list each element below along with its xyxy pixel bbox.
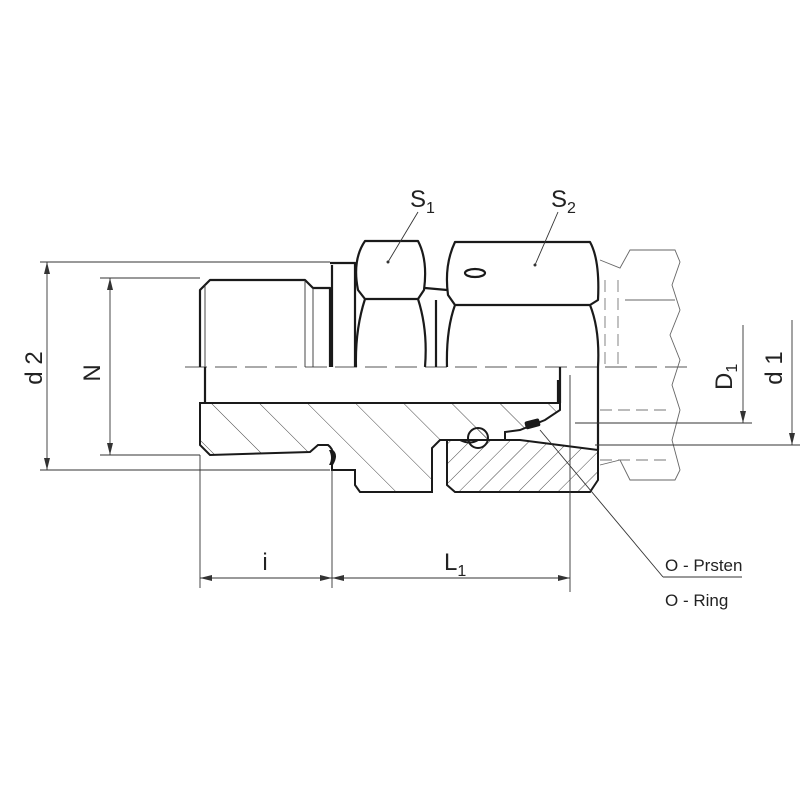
tube-phantom	[599, 249, 681, 481]
neck	[424, 286, 448, 367]
D1-label: D1	[711, 364, 741, 390]
dimension-i-l1: i L1	[199, 375, 571, 592]
collar	[330, 261, 357, 367]
dimension-D1: D1	[575, 325, 752, 424]
wrench-size-labels: S1 S2	[386, 186, 576, 267]
s2-label: S2	[551, 186, 576, 217]
bonded-seal	[329, 450, 336, 465]
L1-label: L1	[444, 549, 466, 580]
bore-outline	[203, 367, 562, 403]
o-ring-callout: O - Prsten O - Ring	[539, 429, 742, 610]
dimension-d2: d 2	[21, 261, 330, 471]
i-label: i	[262, 549, 267, 576]
n-label: N	[79, 364, 106, 381]
o-prsten-label: O - Prsten	[665, 556, 742, 575]
dimension-n: N	[79, 277, 200, 456]
male-thread	[198, 278, 332, 367]
nut-section	[446, 439, 599, 493]
o-ring	[467, 427, 489, 449]
hex-s1	[354, 239, 427, 368]
nut-s2	[445, 240, 600, 450]
d2-label: d 2	[21, 351, 48, 384]
o-ring-label: O - Ring	[665, 591, 728, 610]
dimension-d1: d 1	[595, 320, 800, 446]
s1-label: S1	[410, 186, 435, 217]
nut-hole	[463, 267, 487, 279]
seal-ring	[524, 418, 541, 430]
d1-label: d 1	[761, 351, 788, 384]
